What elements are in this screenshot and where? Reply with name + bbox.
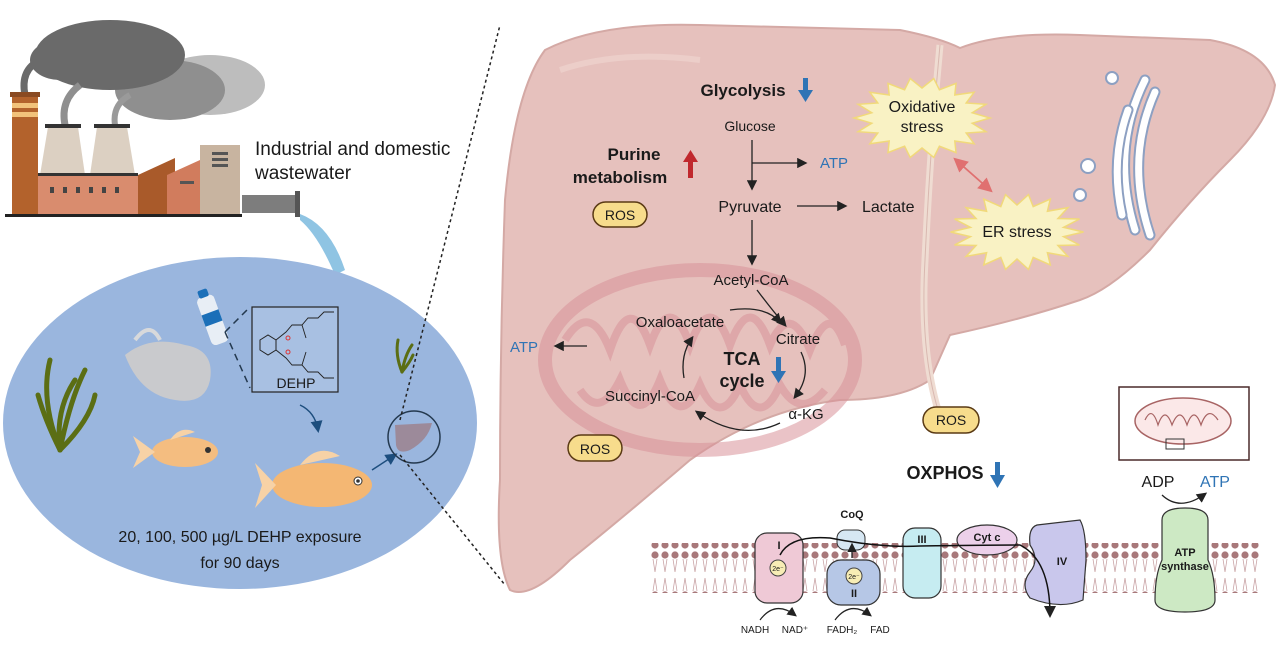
- svg-text:I: I: [777, 540, 780, 552]
- endoplasmic-reticulum-icon: [1073, 71, 1161, 241]
- ros-badge: ROS: [592, 201, 648, 228]
- acetyl-coa-label: Acetyl-CoA: [713, 272, 788, 289]
- ros-badge: ROS: [922, 406, 980, 434]
- complex-ii: 2e⁻ II: [826, 559, 881, 606]
- zoom-line-bottom: [399, 454, 506, 586]
- pyruvate-label: Pyruvate: [718, 199, 781, 216]
- electron-label: 2e⁻: [772, 566, 784, 573]
- mitochondrion-inset: [1118, 386, 1250, 461]
- svg-text:ER stress: ER stress: [982, 224, 1051, 241]
- glucose-label: Glucose: [724, 118, 776, 134]
- pond: [3, 257, 477, 589]
- svg-text:ATP: ATP: [1174, 547, 1195, 559]
- plastic-bottle-icon: [197, 288, 229, 346]
- svg-text:CoQ: CoQ: [840, 509, 864, 521]
- liver-magnifier-icon: [387, 410, 441, 464]
- svg-text:ROS: ROS: [605, 207, 635, 223]
- succinylcoa-to-oxaloacetate-arrow: [682, 335, 694, 379]
- ros-badge: ROS: [567, 434, 623, 462]
- lactate-label: Lactate: [862, 199, 915, 216]
- fish-small-icon: [133, 429, 218, 468]
- glycolysis-down-arrow-icon: [798, 78, 813, 102]
- organ-arrow: [371, 453, 398, 471]
- complex-iii: III: [902, 527, 942, 599]
- svg-text:II: II: [851, 588, 857, 600]
- svg-text:stress: stress: [901, 119, 944, 136]
- oxaloacetate-to-citrate-arrow: [729, 308, 782, 324]
- svg-text:synthase: synthase: [1161, 561, 1209, 573]
- nad-label: NAD⁺: [782, 625, 808, 636]
- svg-text:III: III: [917, 534, 926, 546]
- synthase-atp-label: ATP: [1200, 474, 1230, 491]
- dehp-label: DEHP: [277, 375, 316, 391]
- citrate-to-akg-arrow: [793, 351, 806, 400]
- oxphos-title: OXPHOS: [906, 463, 983, 483]
- smoke-cloud-icon: [20, 20, 265, 126]
- fish-large-icon: [255, 450, 372, 508]
- succinyl-coa-label: Succinyl-CoA: [605, 388, 695, 405]
- purine-up-arrow-icon: [683, 150, 698, 178]
- source-caption-line1: Industrial and domestic: [255, 139, 450, 160]
- purine-line2: metabolism: [573, 168, 667, 187]
- svg-text:ROS: ROS: [936, 412, 966, 428]
- svg-text:Cyt c: Cyt c: [974, 532, 1001, 544]
- svg-text:ROS: ROS: [580, 441, 610, 457]
- er-stress-burst: ER stress: [950, 193, 1084, 271]
- electron-label: 2e⁻: [848, 574, 860, 581]
- zoom-line-top: [399, 24, 501, 421]
- seaweed-icon: [35, 357, 98, 453]
- acetylcoa-to-citrate-arrow: [756, 289, 787, 327]
- oxaloacetate-label: Oxaloacetate: [636, 314, 724, 331]
- atp-synthase: ATP synthase: [1154, 507, 1216, 613]
- akg-label: α-KG: [788, 406, 823, 423]
- fad-label: FAD: [870, 625, 889, 636]
- adp-to-atp-arrow: [1161, 492, 1208, 504]
- glycolysis-title: Glycolysis: [700, 81, 785, 100]
- nadh-arrow: [759, 606, 797, 621]
- nadh-label: NADH: [741, 625, 769, 636]
- exposure-arrow: [299, 404, 323, 433]
- oxidative-stress-burst: Oxidative stress: [851, 77, 993, 159]
- fadh2-label: FADH₂: [827, 625, 858, 636]
- factory-icon: [5, 92, 242, 217]
- exposure-text-line1: 20, 100, 500 µg/L DEHP exposure: [118, 529, 361, 546]
- purine-line1: Purine: [608, 145, 661, 164]
- tca-line1: TCA: [724, 349, 761, 369]
- stress-link-arrow: [953, 157, 993, 193]
- mitochondrion-background: [538, 263, 862, 457]
- svg-text:Oxidative: Oxidative: [889, 99, 956, 116]
- akg-to-succinylcoa-arrow: [694, 410, 781, 432]
- tca-down-arrow-icon: [771, 357, 786, 383]
- zoom-dashed-line: [224, 306, 251, 389]
- glycolysis-atp-label: ATP: [820, 155, 848, 172]
- cytochrome-c: Cyt c: [956, 524, 1018, 556]
- svg-text:IV: IV: [1057, 556, 1068, 568]
- adp-label: ADP: [1142, 474, 1175, 491]
- tca-line2: cycle: [719, 371, 764, 391]
- complex-i: I 2e⁻: [754, 532, 804, 604]
- dehp-structure-box: DEHP: [251, 306, 339, 393]
- fadh2-arrow: [834, 606, 872, 621]
- oxphos-down-arrow-icon: [990, 462, 1005, 488]
- plastic-bag-icon: [125, 328, 211, 401]
- exposure-text-line2: for 90 days: [200, 555, 279, 572]
- complex-iv: IV: [1024, 519, 1087, 606]
- electron-flow-arrow: [779, 536, 1056, 618]
- seaweed-small-icon: [395, 338, 415, 374]
- pipe-icon: [242, 191, 345, 275]
- tca-atp-label: ATP: [510, 339, 538, 356]
- source-caption-line2: wastewater: [254, 163, 352, 184]
- citrate-label: Citrate: [776, 331, 820, 348]
